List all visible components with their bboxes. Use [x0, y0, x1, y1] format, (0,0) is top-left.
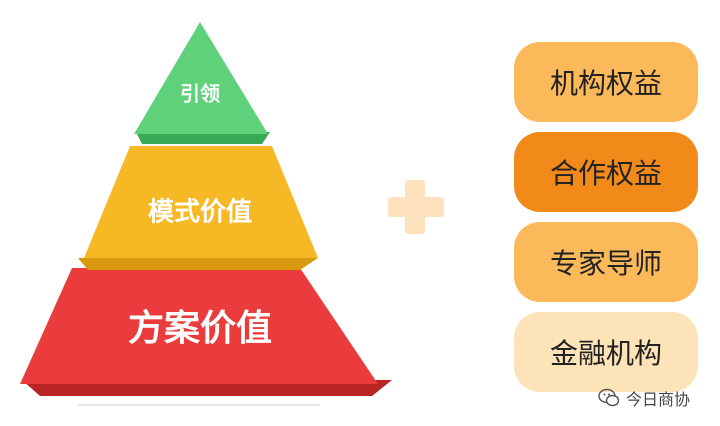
- wechat-icon: [598, 388, 620, 407]
- watermark-text: 今日商协: [626, 390, 691, 409]
- pyramid-level-3: 方案价值: [20, 268, 392, 396]
- pyramid-level-2-label: 模式价值: [148, 198, 252, 228]
- pyramid-level-2-shadow: [78, 258, 318, 270]
- watermark: 今日商协: [598, 386, 690, 410]
- pill-institution-rights: 机构权益: [514, 42, 698, 122]
- pyramid-level-2: 模式价值: [78, 146, 318, 270]
- plus-horizontal-bar: [388, 197, 444, 217]
- pyramid-level-1-shadow: [136, 132, 270, 144]
- pyramid-level-1-shape: [134, 22, 268, 134]
- pill-expert-mentor: 专家导师: [514, 222, 698, 302]
- pill-financial-institution: 金融机构: [514, 312, 698, 392]
- pill-cooperation-rights: 合作权益: [514, 132, 698, 212]
- pyramid-level-3-shape: [20, 268, 378, 384]
- pyramid-level-3-label: 方案价值: [128, 308, 272, 349]
- pyramid-level-2-shape: [84, 146, 318, 258]
- pyramid-level-1: 引领: [134, 22, 270, 144]
- pyramid-level-1-label: 引领: [180, 82, 220, 106]
